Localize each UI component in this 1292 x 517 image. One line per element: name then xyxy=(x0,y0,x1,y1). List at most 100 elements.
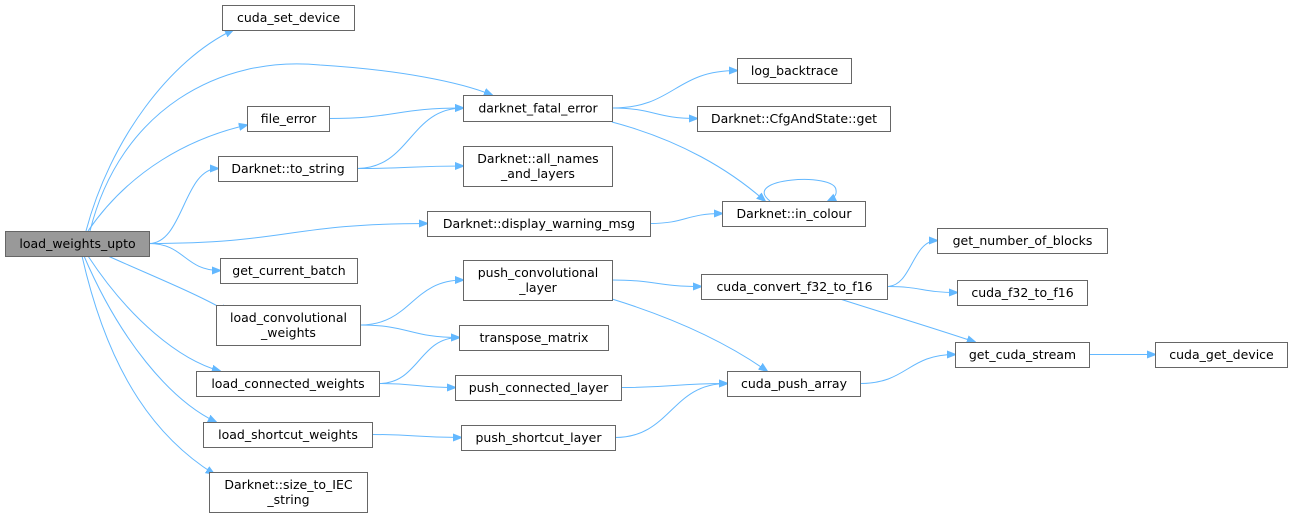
node-label: Darknet::display_warning_msg xyxy=(443,216,635,231)
node-load-weights-upto[interactable]: load_weights_upto xyxy=(5,231,150,257)
node-box xyxy=(957,280,1088,306)
node-box xyxy=(727,371,861,397)
edge-load-weights-upto-to-cuda-set-device xyxy=(85,30,233,232)
node-label: Darknet::all_names xyxy=(477,151,598,166)
node-label: darknet_fatal_error xyxy=(478,101,598,116)
edge-in-colour-to-in-colour xyxy=(763,178,836,201)
node-box xyxy=(937,228,1108,254)
node-label: Darknet::CfgAndState::get xyxy=(711,111,877,126)
edge-load-weights-upto-to-load-connected-weights xyxy=(87,255,220,371)
node-label: cuda_push_array xyxy=(741,376,848,391)
node-label: cuda_convert_f32_to_f16 xyxy=(716,279,872,294)
edge-load-weights-upto-to-to-string xyxy=(148,169,218,244)
edge-push-convolutional-layer-to-cuda-convert-f32-to-f16 xyxy=(611,279,701,287)
node-cuda-set-device[interactable]: cuda_set_device xyxy=(222,5,355,31)
node-box xyxy=(222,5,355,31)
node-box xyxy=(459,325,609,351)
node-box xyxy=(463,260,613,301)
node-box xyxy=(701,274,888,300)
edge-load-connected-weights-to-transpose-matrix xyxy=(378,338,459,384)
node-label: Darknet::in_colour xyxy=(737,206,853,221)
node-label: cuda_get_device xyxy=(1169,347,1274,362)
edge-load-shortcut-weights-to-push-shortcut-layer xyxy=(371,435,461,438)
edge-cuda-convert-f32-to-f16-to-get-number-of-blocks xyxy=(886,241,937,287)
edge-to-string-to-darknet-fatal-error xyxy=(356,108,463,169)
node-label: _string xyxy=(266,492,309,507)
node-box xyxy=(737,58,852,84)
edge-load-convolutional-weights-to-push-convolutional-layer xyxy=(359,280,463,326)
node-box xyxy=(5,231,150,257)
edge-darknet-fatal-error-to-log-backtrace xyxy=(611,71,737,109)
edge-display-warning-msg-to-in-colour xyxy=(649,214,722,224)
node-box xyxy=(697,106,891,132)
node-cfg-get[interactable]: Darknet::CfgAndState::get xyxy=(697,106,891,132)
node-box xyxy=(463,95,613,122)
node-label: get_number_of_blocks xyxy=(953,233,1093,248)
edge-load-weights-upto-to-display-warning-msg xyxy=(148,224,427,244)
node-file-error[interactable]: file_error xyxy=(247,106,330,132)
node-label: _weights xyxy=(260,325,316,340)
node-push-connected-layer[interactable]: push_connected_layer xyxy=(455,375,622,401)
node-transpose-matrix[interactable]: transpose_matrix xyxy=(459,325,609,351)
node-load-convolutional-weights[interactable]: load_convolutional_weights xyxy=(216,305,361,346)
edge-darknet-fatal-error-to-in-colour xyxy=(611,121,765,201)
node-box xyxy=(722,201,866,227)
node-box xyxy=(220,258,358,284)
node-get-current-batch[interactable]: get_current_batch xyxy=(220,258,358,284)
node-box xyxy=(455,375,622,401)
node-label: log_backtrace xyxy=(751,63,839,78)
edge-cuda-convert-f32-to-f16-to-get-cuda-stream xyxy=(839,298,975,342)
node-box xyxy=(218,156,358,182)
edge-push-shortcut-layer-to-cuda-push-array xyxy=(614,384,727,438)
node-label: load_shortcut_weights xyxy=(218,427,358,442)
node-label: load_connected_weights xyxy=(211,376,364,391)
node-label: _and_layers xyxy=(500,166,575,181)
node-label: file_error xyxy=(261,111,317,126)
edge-load-convolutional-weights-to-transpose-matrix xyxy=(359,324,459,338)
node-in-colour[interactable]: Darknet::in_colour xyxy=(722,201,866,227)
node-box xyxy=(196,371,380,397)
node-label: _layer xyxy=(518,280,557,295)
node-all-names-and-layers[interactable]: Darknet::all_names_and_layers xyxy=(463,146,613,187)
node-cuda-push-array[interactable]: cuda_push_array xyxy=(727,371,861,397)
node-size-to-IEC-string[interactable]: Darknet::size_to_IEC_string xyxy=(209,472,368,513)
node-push-convolutional-layer[interactable]: push_convolutional_layer xyxy=(463,260,613,301)
edge-load-weights-upto-to-file-error xyxy=(87,125,247,232)
node-box xyxy=(203,422,373,448)
node-box xyxy=(427,211,651,237)
node-load-connected-weights[interactable]: load_connected_weights xyxy=(196,371,380,397)
node-log-backtrace[interactable]: log_backtrace xyxy=(737,58,852,84)
node-label: transpose_matrix xyxy=(480,330,589,345)
node-label: get_current_batch xyxy=(232,263,345,278)
edge-darknet-fatal-error-to-cfg-get xyxy=(611,107,697,119)
node-label: push_connected_layer xyxy=(469,380,609,395)
node-cuda-convert-f32-to-f16[interactable]: cuda_convert_f32_to_f16 xyxy=(701,274,888,300)
edge-load-weights-upto-to-load-convolutional-weights xyxy=(107,255,228,312)
node-load-shortcut-weights[interactable]: load_shortcut_weights xyxy=(203,422,373,448)
node-label: push_shortcut_layer xyxy=(476,430,603,445)
node-get-cuda-stream[interactable]: get_cuda_stream xyxy=(955,342,1090,368)
node-label: cuda_set_device xyxy=(237,10,340,25)
node-box xyxy=(463,146,613,187)
node-box xyxy=(216,305,361,346)
node-get-number-of-blocks[interactable]: get_number_of_blocks xyxy=(937,228,1108,254)
node-label: Darknet::size_to_IEC xyxy=(224,477,352,492)
node-box xyxy=(209,472,368,513)
node-darknet-fatal-error[interactable]: darknet_fatal_error xyxy=(463,95,613,122)
node-label: cuda_f32_to_f16 xyxy=(971,285,1073,300)
edge-to-string-to-all-names-and-layers xyxy=(356,166,463,169)
node-display-warning-msg[interactable]: Darknet::display_warning_msg xyxy=(427,211,651,237)
node-label: load_convolutional xyxy=(230,310,347,325)
node-cuda-get-device[interactable]: cuda_get_device xyxy=(1155,342,1288,368)
node-box xyxy=(461,425,616,451)
edge-push-convolutional-layer-to-cuda-push-array xyxy=(611,298,767,371)
node-label: push_convolutional xyxy=(478,265,599,280)
node-to-string[interactable]: Darknet::to_string xyxy=(218,156,358,182)
node-push-shortcut-layer[interactable]: push_shortcut_layer xyxy=(461,425,616,451)
edge-load-weights-upto-to-get-current-batch xyxy=(148,243,220,271)
node-cuda-f32-to-f16[interactable]: cuda_f32_to_f16 xyxy=(957,280,1088,306)
node-box xyxy=(247,106,330,132)
node-label: Darknet::to_string xyxy=(231,161,344,176)
node-label: load_weights_upto xyxy=(19,236,135,251)
